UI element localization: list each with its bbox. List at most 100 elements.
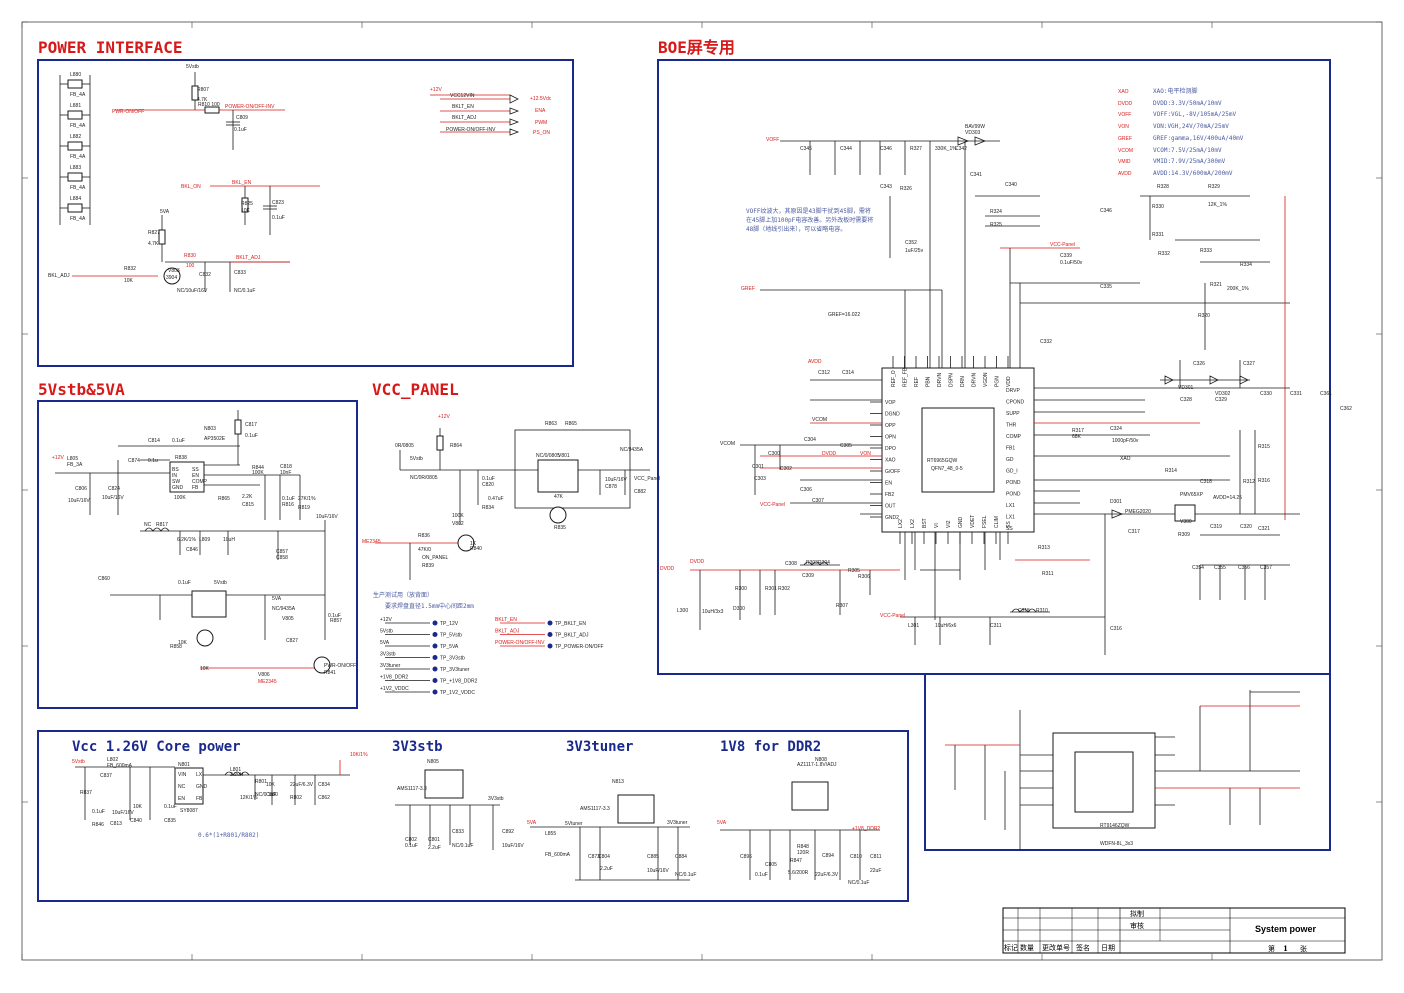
boe-part: R330 (1152, 204, 1164, 210)
vstb-part: 100K (174, 495, 186, 501)
pi-label: C833 (234, 270, 246, 276)
tp-label: TP_5VA (440, 644, 459, 650)
ferrite-bead (67, 110, 83, 120)
boe-note-line: 48脚（地线引出来），可以省略电容。 (746, 225, 846, 233)
vstb-part: 6.2K/1% (177, 537, 196, 543)
title-5vstb: 5Vstb&5VA (38, 380, 125, 399)
vstb-part: N803 (204, 426, 216, 432)
boe-part: R302 (778, 586, 790, 592)
core-part: R802 (290, 795, 302, 801)
pin-top: VDD (1006, 376, 1012, 387)
boe-net: DVDD (690, 559, 705, 565)
core-part: C834 (318, 782, 330, 788)
tp-net: 3V3tuner (380, 663, 401, 669)
core-part: 5Vstb (72, 759, 85, 765)
v3tuner-part: C804 (598, 854, 610, 860)
ferrite-ref: L880 (70, 72, 81, 78)
vstb-part: 2.2K (242, 494, 253, 500)
pi-label: C823 (272, 200, 284, 206)
boe-part: R328 (1157, 184, 1169, 190)
ic-pin: FB (192, 485, 199, 491)
svg-text:VON:VGH,24V/70mA/25mV: VON:VGH,24V/70mA/25mV (1153, 123, 1229, 130)
pin-right: SUPP (1006, 411, 1020, 417)
vcc-part: 0.47uF (488, 496, 504, 502)
boe-part: C315 (1018, 608, 1030, 614)
core-part: NC (178, 784, 186, 790)
pin-top: REF_O (891, 370, 897, 387)
ddr2-part: C894 (822, 853, 834, 859)
pin-top: DRVN (972, 373, 978, 387)
vstb-part: C806 (75, 486, 87, 492)
svg-text:XAO: XAO (1118, 89, 1129, 95)
boe-part: C305 (840, 443, 852, 449)
boe-part: R312 (1243, 479, 1255, 485)
core-part: L801 (230, 767, 241, 773)
v3tuner-part: FB_600mA (545, 852, 571, 858)
boe-net: VCC-Panel (1050, 242, 1075, 248)
svg-text:GREF: GREF (1118, 136, 1132, 142)
pi-net: +12V (430, 87, 442, 93)
boe-part: C344 (840, 146, 852, 152)
box-power-interface (37, 59, 574, 367)
pin-left: EN (885, 481, 892, 487)
pi-label: C832 (199, 272, 211, 278)
boe-part: C329 (1215, 397, 1227, 403)
tb-col-qty: 数量 (1020, 943, 1034, 952)
pin-bottom: LX2 (898, 519, 904, 528)
boe-part: 330K_1% (935, 146, 957, 152)
core-part: R837 (80, 790, 92, 796)
boe-part: L301 (908, 623, 919, 629)
v3stb-part: AMS1117-3.3 (397, 786, 427, 792)
pin-right: LX1 (1006, 515, 1015, 521)
vstb-part: +12V (52, 455, 64, 461)
boe-part: 1uF/25v (905, 248, 924, 254)
vstb-part: V806 (258, 672, 270, 678)
boe-part: C352 (905, 240, 917, 246)
pi-label: POWER-ON/OFF-INV (225, 104, 275, 110)
boe-part: R313 (1038, 545, 1050, 551)
pin-bottom: BST (922, 518, 928, 528)
core-part: EN (178, 796, 185, 802)
boe-part: R317 (1072, 428, 1084, 434)
boe-net: AVDD=14.25 (1213, 495, 1242, 501)
boe-part: L300 (677, 608, 688, 614)
vstb-part: NC/9435A (272, 606, 296, 612)
v3tuner-part: C884 (675, 854, 687, 860)
vstb-part: 10uH (223, 537, 235, 543)
boe-part: R333 (1200, 248, 1212, 254)
boe-part: R332 (1158, 251, 1170, 257)
ddr2-part: C896 (740, 854, 752, 860)
vcc-part: NC/9435A (620, 447, 644, 453)
vcc-part: 0R/0805 (395, 443, 414, 449)
boe-part: VD302 (1215, 391, 1231, 397)
vstb-part: 10K (178, 640, 188, 646)
vstb-part: R817 (156, 522, 168, 528)
core-part: C840 (130, 818, 142, 824)
vstb-part: 0.1uF (328, 613, 341, 619)
core-part: 10K (133, 804, 143, 810)
boe-part: C362 (1340, 406, 1352, 412)
boe-part: C301 (752, 464, 764, 470)
v3tuner-part: L855 (545, 831, 556, 837)
pi-label: V803 (168, 268, 180, 274)
boe-net: VCOM (720, 441, 735, 447)
boe-legend: XAO:电平检测脚 DVDD:3.3V/50mA/10mV VOFF:VGL,-… (1118, 87, 1244, 177)
pi-label: 0.1uF (234, 127, 247, 133)
boe-part: C309 (802, 573, 814, 579)
ddr2-part: R848 (797, 844, 809, 850)
v3tuner-part: C885 (647, 854, 659, 860)
ddr2-part: R847 (790, 858, 802, 864)
ddr2-part: C811 (870, 854, 882, 860)
boe-part: C342 (955, 146, 967, 152)
vcc-part: R864 (450, 443, 462, 449)
boe-part: VD301 (1178, 385, 1194, 391)
pi-label: 10K (241, 208, 251, 214)
svg-text:VMID:7.9V/25mA/300mV: VMID:7.9V/25mA/300mV (1153, 158, 1226, 165)
boe-part: C314 (842, 370, 854, 376)
vstb-part: 0.1uF (282, 496, 295, 502)
ap3502e-chip (169, 461, 205, 493)
tp-net: 3V3stb (380, 652, 396, 658)
rt6965-package: QFN7_48_0-5 (931, 466, 963, 472)
vstb-part: C857 (276, 549, 288, 555)
tp-net: +12V (380, 617, 392, 623)
